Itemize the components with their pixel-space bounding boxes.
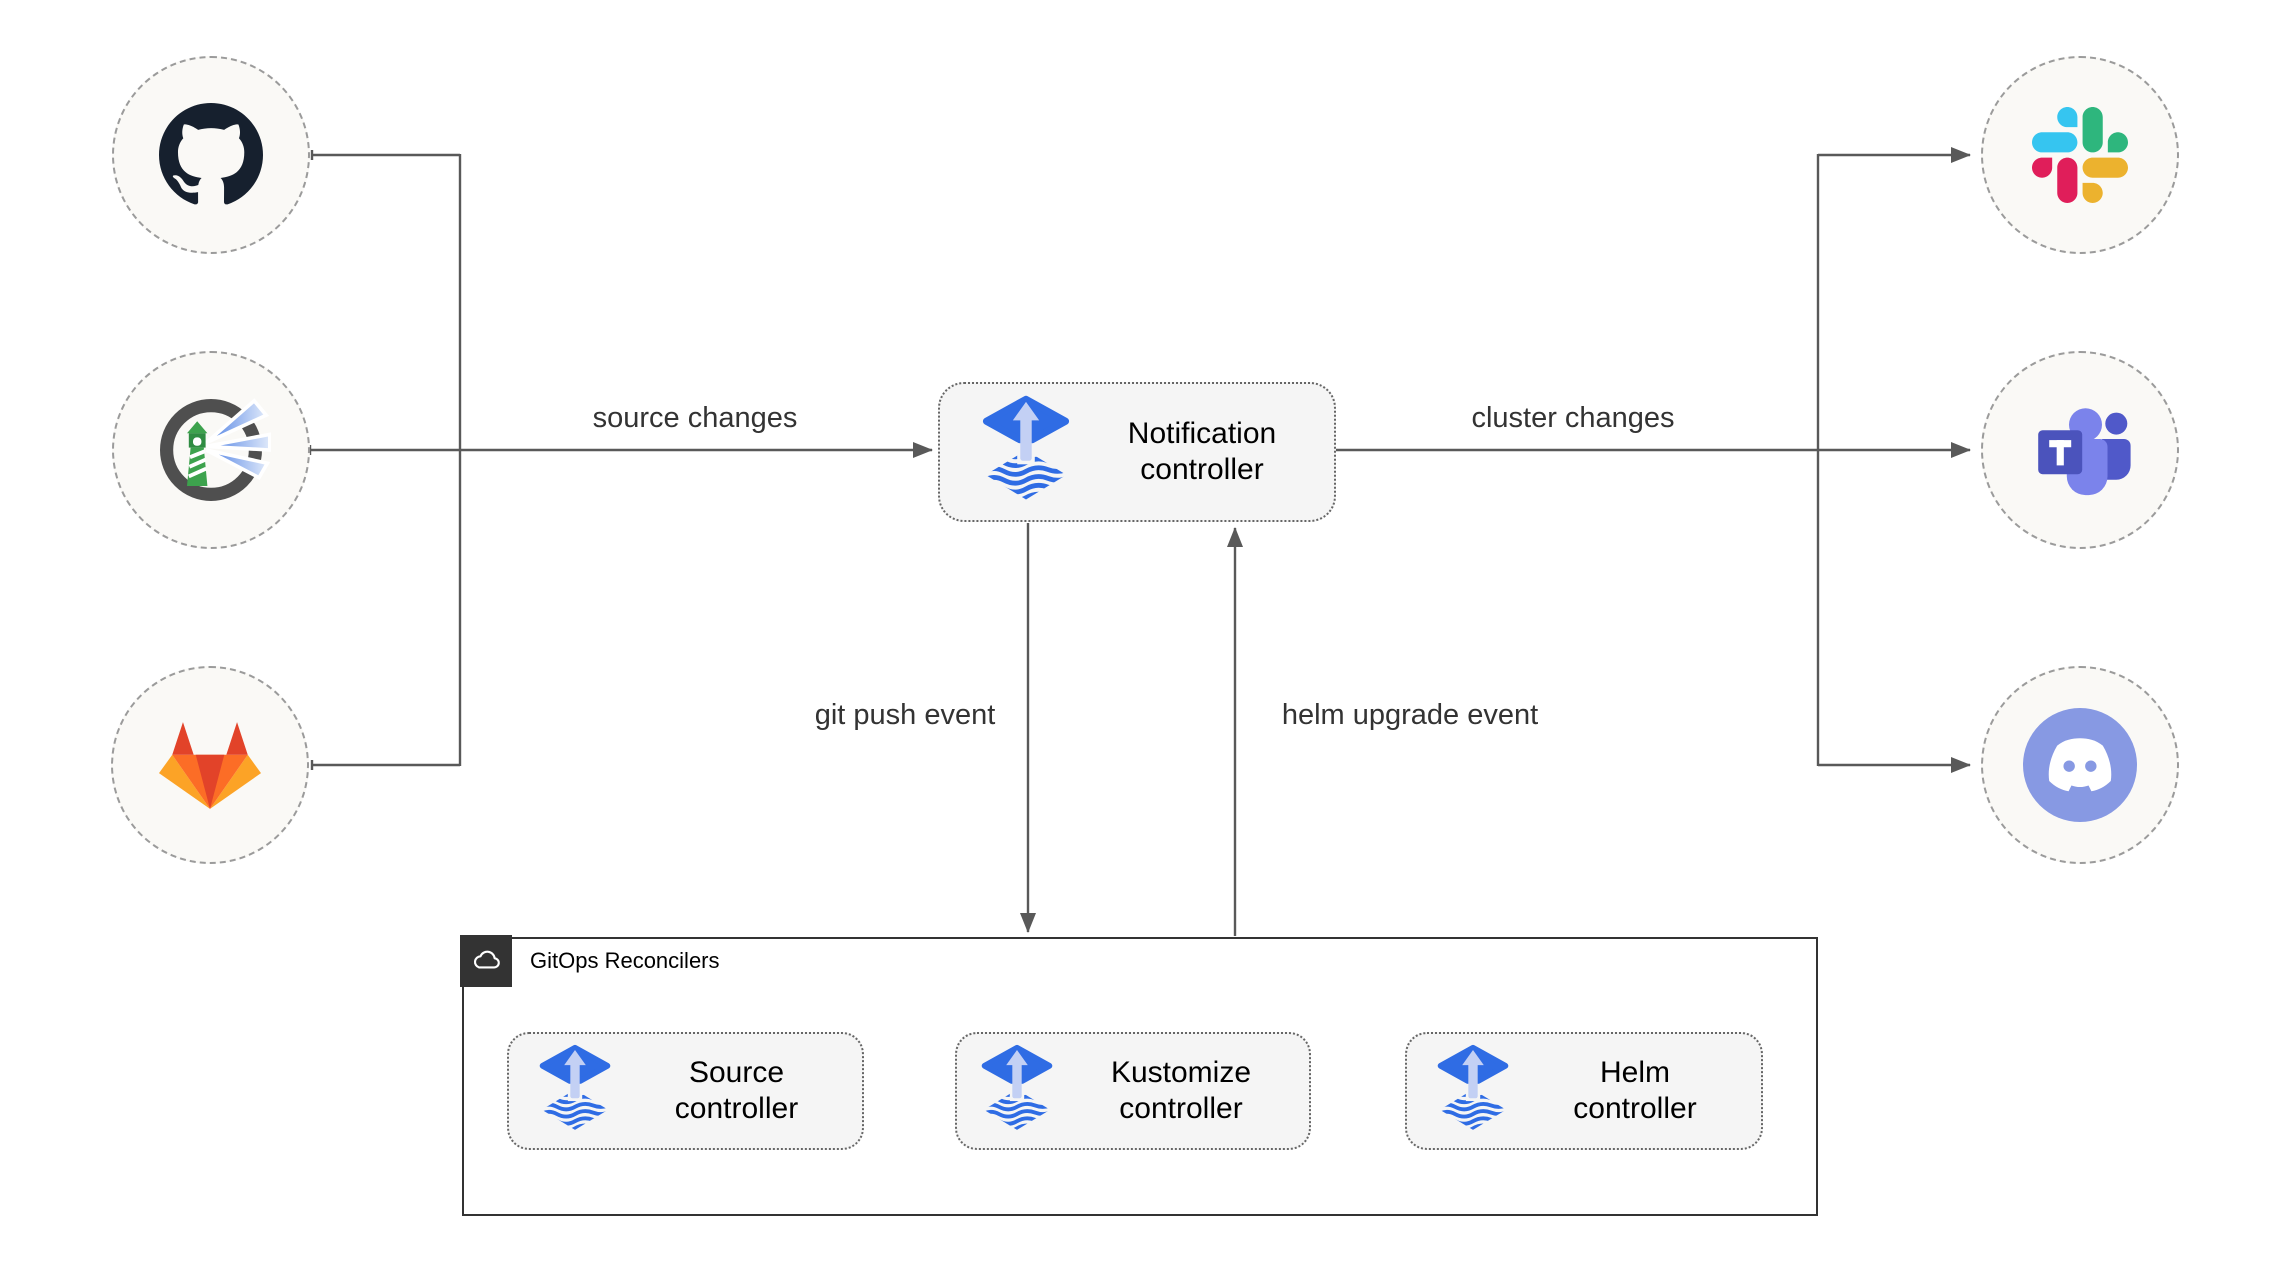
source-controller-label: Source controller bbox=[674, 1056, 799, 1125]
github-icon bbox=[159, 103, 263, 205]
edge-label-source-changes: source changes bbox=[592, 402, 798, 434]
edge-label-git-push-event: git push event bbox=[814, 699, 996, 731]
edge-label-helm-upgrade-event: helm upgrade event bbox=[1281, 699, 1539, 731]
node-teams bbox=[1981, 351, 2179, 549]
notification-controller-label: Notification controller bbox=[1127, 417, 1277, 486]
kustomize-controller-label: Kustomize controller bbox=[1110, 1056, 1252, 1125]
gitops-reconcilers-title: GitOps Reconcilers bbox=[530, 948, 720, 973]
node-slack bbox=[1981, 56, 2179, 254]
slack-icon bbox=[2032, 107, 2128, 203]
flux-icon bbox=[1437, 1043, 1509, 1139]
gitops-reconcilers-badge bbox=[460, 935, 512, 987]
harbor-icon bbox=[160, 398, 271, 501]
node-discord bbox=[1981, 666, 2179, 864]
flux-icon bbox=[539, 1043, 611, 1139]
teams-icon bbox=[2038, 408, 2131, 496]
node-source-controller: Source controller bbox=[507, 1032, 864, 1150]
node-gitlab bbox=[111, 666, 309, 864]
flux-icon bbox=[981, 1043, 1053, 1139]
node-harbor bbox=[112, 351, 310, 549]
helm-controller-label: Helm controller bbox=[1573, 1056, 1697, 1125]
node-github bbox=[112, 56, 310, 254]
flux-icon bbox=[982, 394, 1070, 510]
edge-label-cluster-changes: cluster changes bbox=[1471, 402, 1675, 434]
gitlab-icon bbox=[159, 722, 261, 809]
discord-icon bbox=[2023, 708, 2137, 822]
cloud-icon bbox=[474, 950, 500, 969]
node-notification-controller: Notification controller bbox=[938, 382, 1336, 522]
node-helm-controller: Helm controller bbox=[1405, 1032, 1763, 1150]
node-kustomize-controller: Kustomize controller bbox=[955, 1032, 1311, 1150]
